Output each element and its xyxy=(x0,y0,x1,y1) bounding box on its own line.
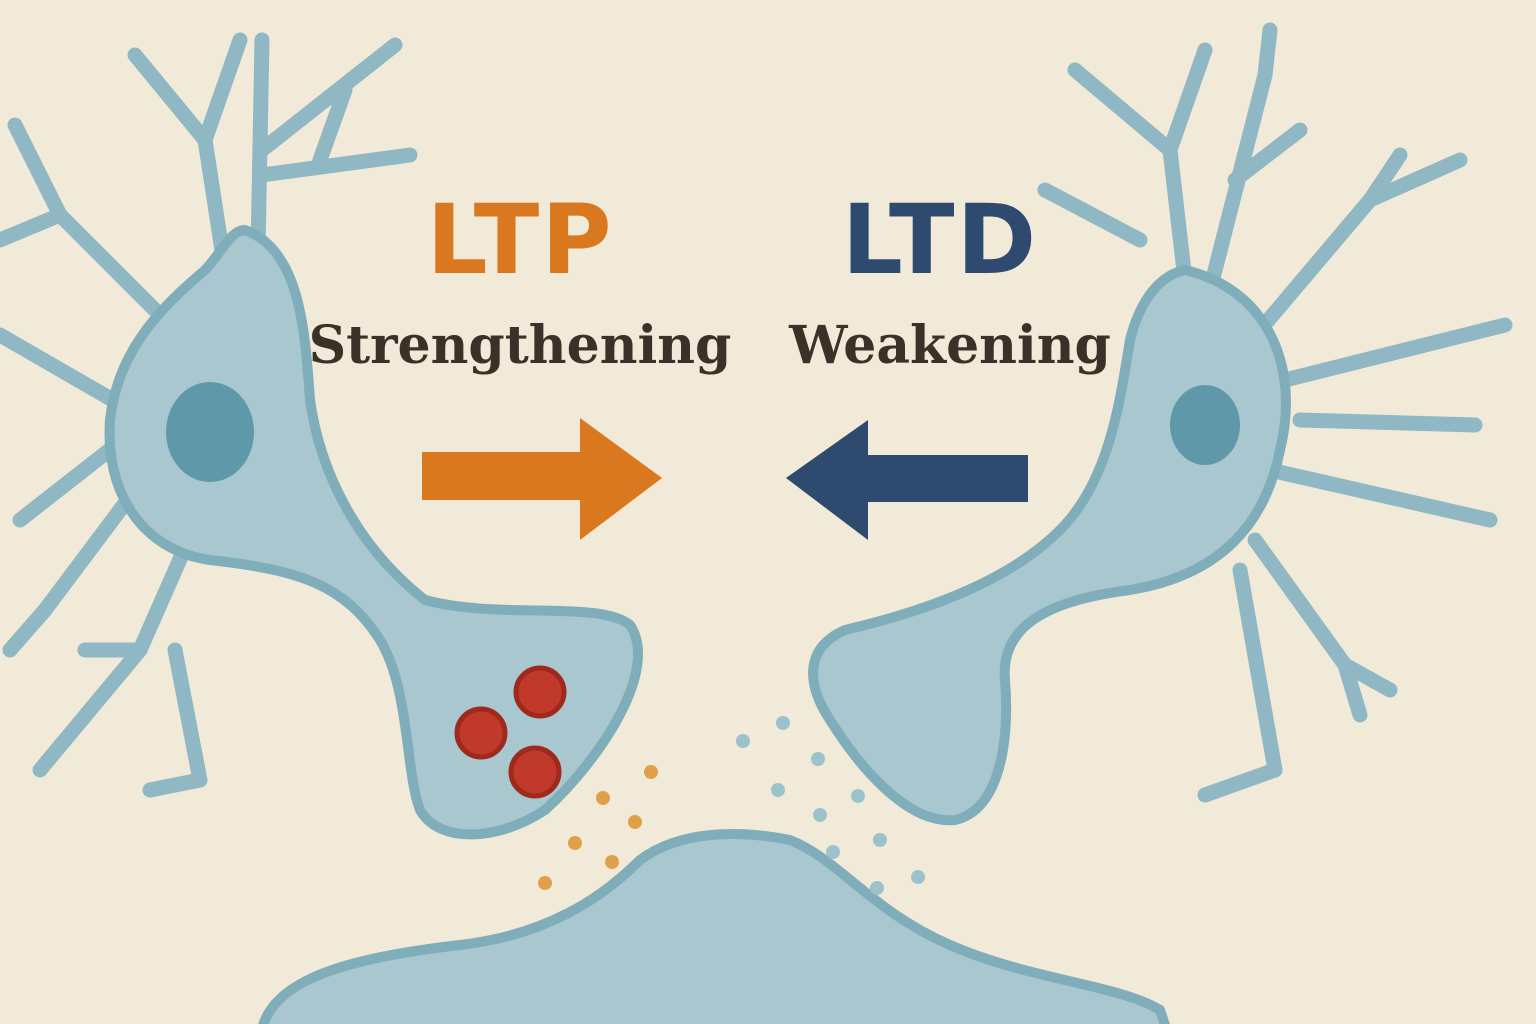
right-neuron-body xyxy=(808,264,1291,826)
right-nucleus xyxy=(1170,385,1240,465)
orange-neurotransmitters xyxy=(538,765,658,890)
ltd-title: LTD xyxy=(841,184,1039,296)
ltp-title: LTP xyxy=(426,184,614,296)
right-dendrites xyxy=(1037,22,1513,803)
left-neuron-body xyxy=(104,224,643,840)
left-neuron xyxy=(0,32,643,840)
right-neuron xyxy=(808,22,1513,826)
blue-neurotransmitters xyxy=(736,716,925,895)
vesicle xyxy=(508,745,562,799)
synaptic-vesicles xyxy=(454,665,567,799)
vesicle xyxy=(513,665,567,719)
ltp-label: Strengthening xyxy=(308,315,732,376)
ltd-label: Weakening xyxy=(789,315,1111,376)
postsynaptic-neuron xyxy=(258,829,1170,1024)
left-nucleus xyxy=(166,382,254,482)
arrow-right-icon xyxy=(422,418,662,540)
vesicle xyxy=(454,706,508,760)
arrow-left-icon xyxy=(786,420,1028,540)
